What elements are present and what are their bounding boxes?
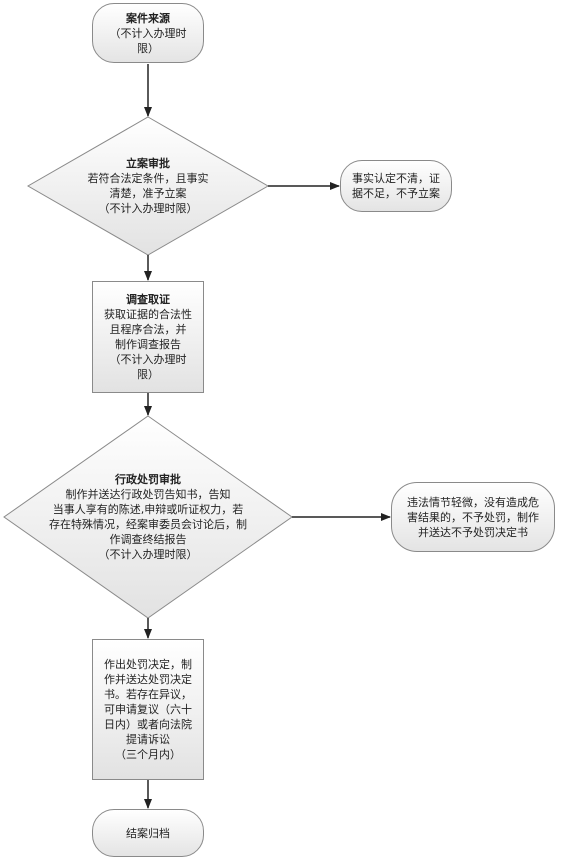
case-source-line-2: 限）	[137, 41, 159, 55]
decision-line-7: （三个月内）	[115, 748, 181, 761]
filing-approval-text: 立案审批 若符合法定条件，且事实 清楚，准予立案 （不计入办理时限）	[68, 146, 228, 226]
investigation-line-1: 获取证据的合法性	[104, 308, 192, 321]
decision-line-3: 书。若存在异议，	[104, 688, 192, 701]
investigation-node: 调查取证 获取证据的合法性 且程序合法，并 制作调查报告 （不计入办理时 限）	[92, 281, 204, 393]
case-source-title: 案件来源	[126, 11, 170, 25]
filing-approval-line-1: 若符合法定条件，且事实	[87, 172, 209, 185]
decision-line-2: 作并送达处罚决定	[104, 673, 192, 686]
no-filing-line-1: 事实认定不清，证	[352, 172, 440, 185]
no-filing-node: 事实认定不清，证 据不足，不予立案	[340, 160, 452, 212]
penalty-review-text: 行政处罚审批 制作并送达行政处罚告知书，告知 当事人享有的陈述,申辩或听证权力，…	[38, 462, 258, 572]
penalty-review-title: 行政处罚审批	[115, 473, 181, 486]
case-archive-node: 结案归档	[92, 809, 204, 857]
case-source-line-1: （不计入办理时	[109, 26, 187, 40]
filing-approval-line-3: （不计入办理时限）	[98, 202, 198, 215]
penalty-review-line-1: 制作并送达行政处罚告知书，告知	[65, 488, 231, 501]
case-source-node: 案件来源 （不计入办理时 限）	[92, 3, 204, 63]
penalty-review-line-2: 当事人享有的陈述,申辩或听证权力，若	[52, 503, 244, 516]
no-penalty-line-3: 并送达不予处罚决定书	[418, 525, 528, 539]
filing-approval-title: 立案审批	[126, 157, 170, 170]
penalty-review-line-3: 存在特殊情况，经案审委员会讨论后，制	[49, 518, 247, 531]
investigation-title: 调查取证	[126, 293, 170, 306]
case-archive-title: 结案归档	[126, 826, 170, 840]
decision-line-5: 日内）或者向法院	[104, 718, 192, 731]
penalty-review-line-4: 作调查终结报告	[109, 533, 187, 546]
decision-line-6: 提请诉讼	[126, 733, 170, 746]
investigation-line-2: 且程序合法，并	[109, 323, 187, 336]
no-filing-line-2: 据不足，不予立案	[352, 187, 440, 200]
investigation-line-4: （不计入办理时	[109, 353, 187, 366]
filing-approval-line-2: 清楚，准予立案	[109, 187, 187, 200]
decision-line-4: 可申请复议（六十	[104, 703, 192, 716]
no-penalty-line-2: 害结果的，不予处罚，制作	[407, 510, 539, 524]
investigation-line-5: 限）	[137, 368, 159, 381]
no-penalty-node: 违法情节轻微，没有造成危 害结果的，不予处罚，制作 并送达不予处罚决定书	[391, 482, 555, 552]
penalty-decision-node: 作出处罚决定，制 作并送达处罚决定 书。若存在异议， 可申请复议（六十 日内）或…	[92, 639, 204, 780]
no-penalty-line-1: 违法情节轻微，没有造成危	[407, 495, 539, 509]
investigation-line-3: 制作调查报告	[115, 338, 181, 351]
decision-line-1: 作出处罚决定，制	[104, 658, 192, 671]
penalty-review-line-5: （不计入办理时限）	[98, 548, 198, 561]
